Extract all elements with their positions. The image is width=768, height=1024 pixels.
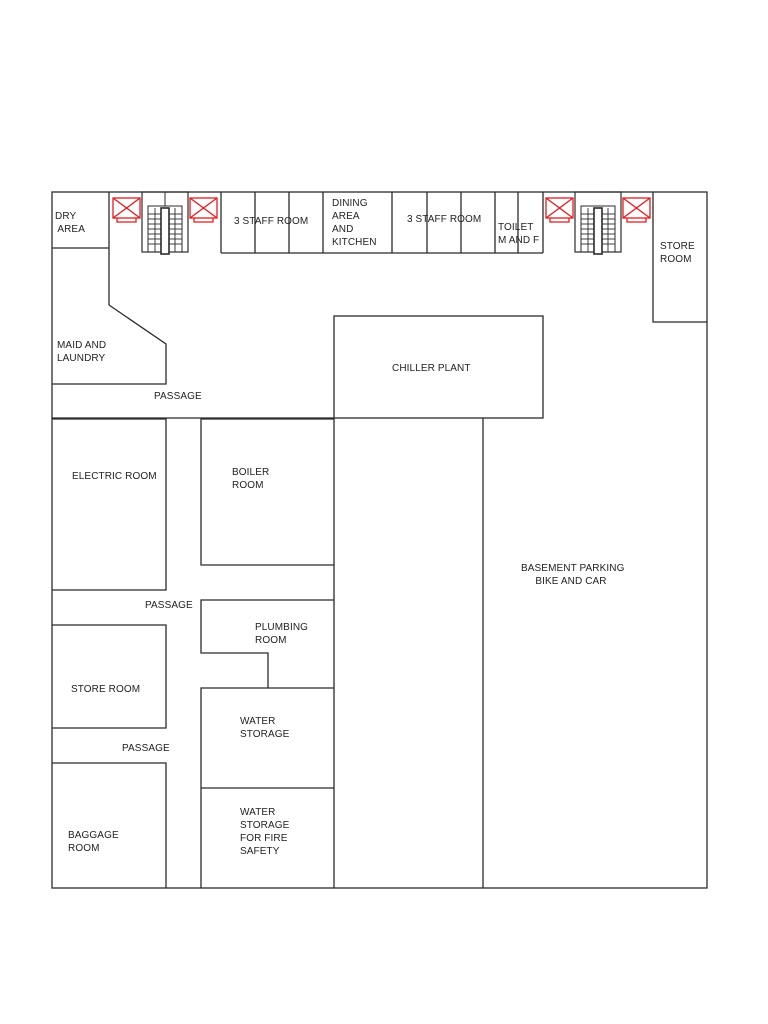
store-room-top-wall [652, 192, 707, 323]
label-toilet: TOILET M AND F [498, 222, 540, 246]
water-storage-wall [200, 687, 334, 888]
label-baggage-room: BAGGAGE ROOM [68, 830, 119, 854]
outer-wall [51, 191, 708, 889]
label-water-storage-fire: WATER STORAGE FOR FIRE SAFETY [240, 807, 290, 857]
boiler-room-wall [200, 418, 334, 566]
lift-icon [112, 197, 141, 223]
label-plumbing-room: PLUMBING ROOM [255, 622, 309, 646]
electric-room-wall [52, 418, 167, 591]
maid-laundry-wall [52, 304, 167, 385]
lift-icon [545, 197, 574, 223]
plumbing-room-wall [200, 599, 334, 688]
label-passage-3: PASSAGE [122, 743, 170, 754]
label-water-storage: WATER STORAGE [240, 716, 290, 740]
label-passage-2: PASSAGE [145, 600, 193, 611]
label-electric-room: ELECTRIC ROOM [72, 471, 157, 482]
baggage-room-wall [52, 762, 167, 888]
label-maid-laundry: MAID AND LAUNDRY [57, 340, 107, 364]
label-dining-kitchen: DINING AREA AND KITCHEN [332, 198, 377, 248]
label-basement-parking: BASEMENT PARKING BIKE AND CAR [521, 563, 625, 587]
chiller-plant-wall [333, 315, 544, 419]
label-dry-area: DRY AREA [55, 211, 85, 235]
staircase-right [574, 191, 622, 255]
label-store-room-top: STORE ROOM [660, 241, 695, 265]
store-room-left-wall [52, 624, 167, 729]
label-passage-1: PASSAGE [154, 391, 202, 402]
lift-icon [622, 197, 651, 223]
label-staff-room-1: 3 STAFF ROOM [234, 216, 309, 227]
label-staff-room-2: 3 STAFF ROOM [407, 214, 482, 225]
lift-icon [189, 197, 218, 223]
label-store-room-left: STORE ROOM [71, 684, 141, 695]
label-boiler-room: BOILER ROOM [232, 467, 270, 491]
staircase-left [141, 191, 189, 255]
walls [51, 191, 708, 889]
label-chiller-plant: CHILLER PLANT [392, 363, 471, 374]
